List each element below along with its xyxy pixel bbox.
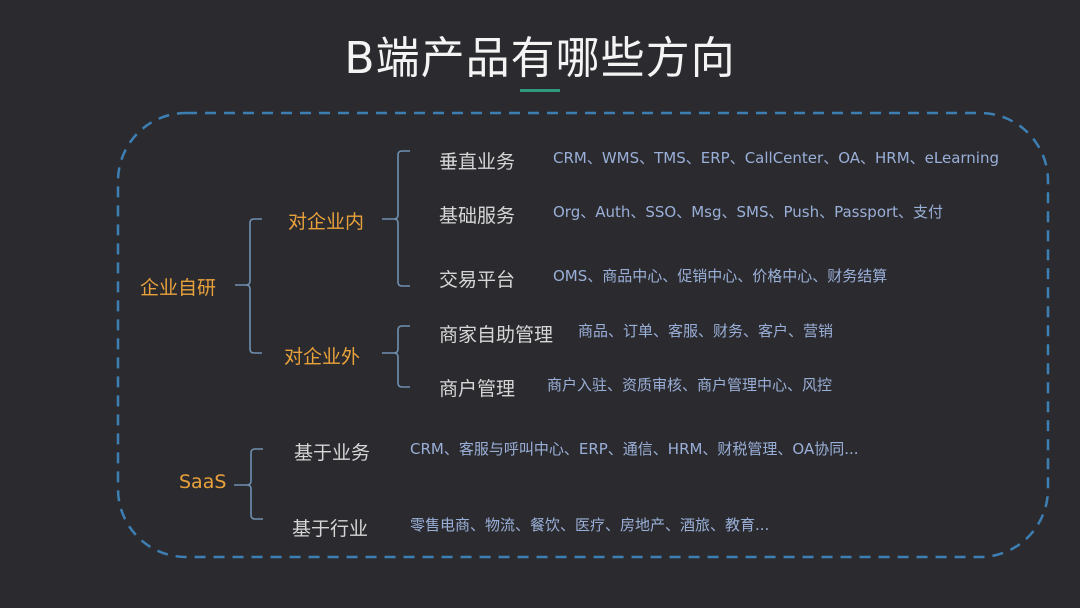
examples-saas-by-business: CRM、客服与呼叫中心、ERP、通信、HRM、财税管理、OA协同... [410,440,859,458]
item-merchant-management: 商户管理 [439,378,516,400]
bracket-in-house [235,218,262,354]
item-base-services: 基础服务 [439,205,516,227]
item-merchant-self-service: 商家自助管理 [439,324,554,346]
page-title: B端产品有哪些方向 [344,33,736,84]
examples-vertical-business: CRM、WMS、TMS、ERP、CallCenter、OA、HRM、eLearn… [553,149,999,167]
title-underline [520,89,560,92]
subcategory-internal: 对企业内 [288,211,365,233]
subcategory-external: 对企业外 [284,346,361,368]
item-saas-by-industry: 基于行业 [292,518,369,540]
item-vertical-business: 垂直业务 [439,151,516,173]
examples-merchant-self-service: 商品、订单、客服、财务、客户、营销 [578,322,834,340]
examples-base-services: Org、Auth、SSO、Msg、SMS、Push、Passport、支付 [553,203,944,221]
category-in-house: 企业自研 [140,277,217,299]
item-saas-by-business: 基于业务 [294,442,371,464]
examples-merchant-management: 商户入驻、资质审核、商户管理中心、风控 [547,376,833,394]
examples-saas-by-industry: 零售电商、物流、餐饮、医疗、房地产、酒旅、教育... [410,516,770,534]
bracket-external [382,325,410,388]
item-trading-platform: 交易平台 [439,269,516,291]
bracket-internal [382,150,410,287]
category-saas: SaaS [179,471,227,493]
dashed-border [116,111,1050,559]
bracket-saas [234,448,263,520]
examples-trading-platform: OMS、商品中心、促销中心、价格中心、财务结算 [553,267,888,285]
